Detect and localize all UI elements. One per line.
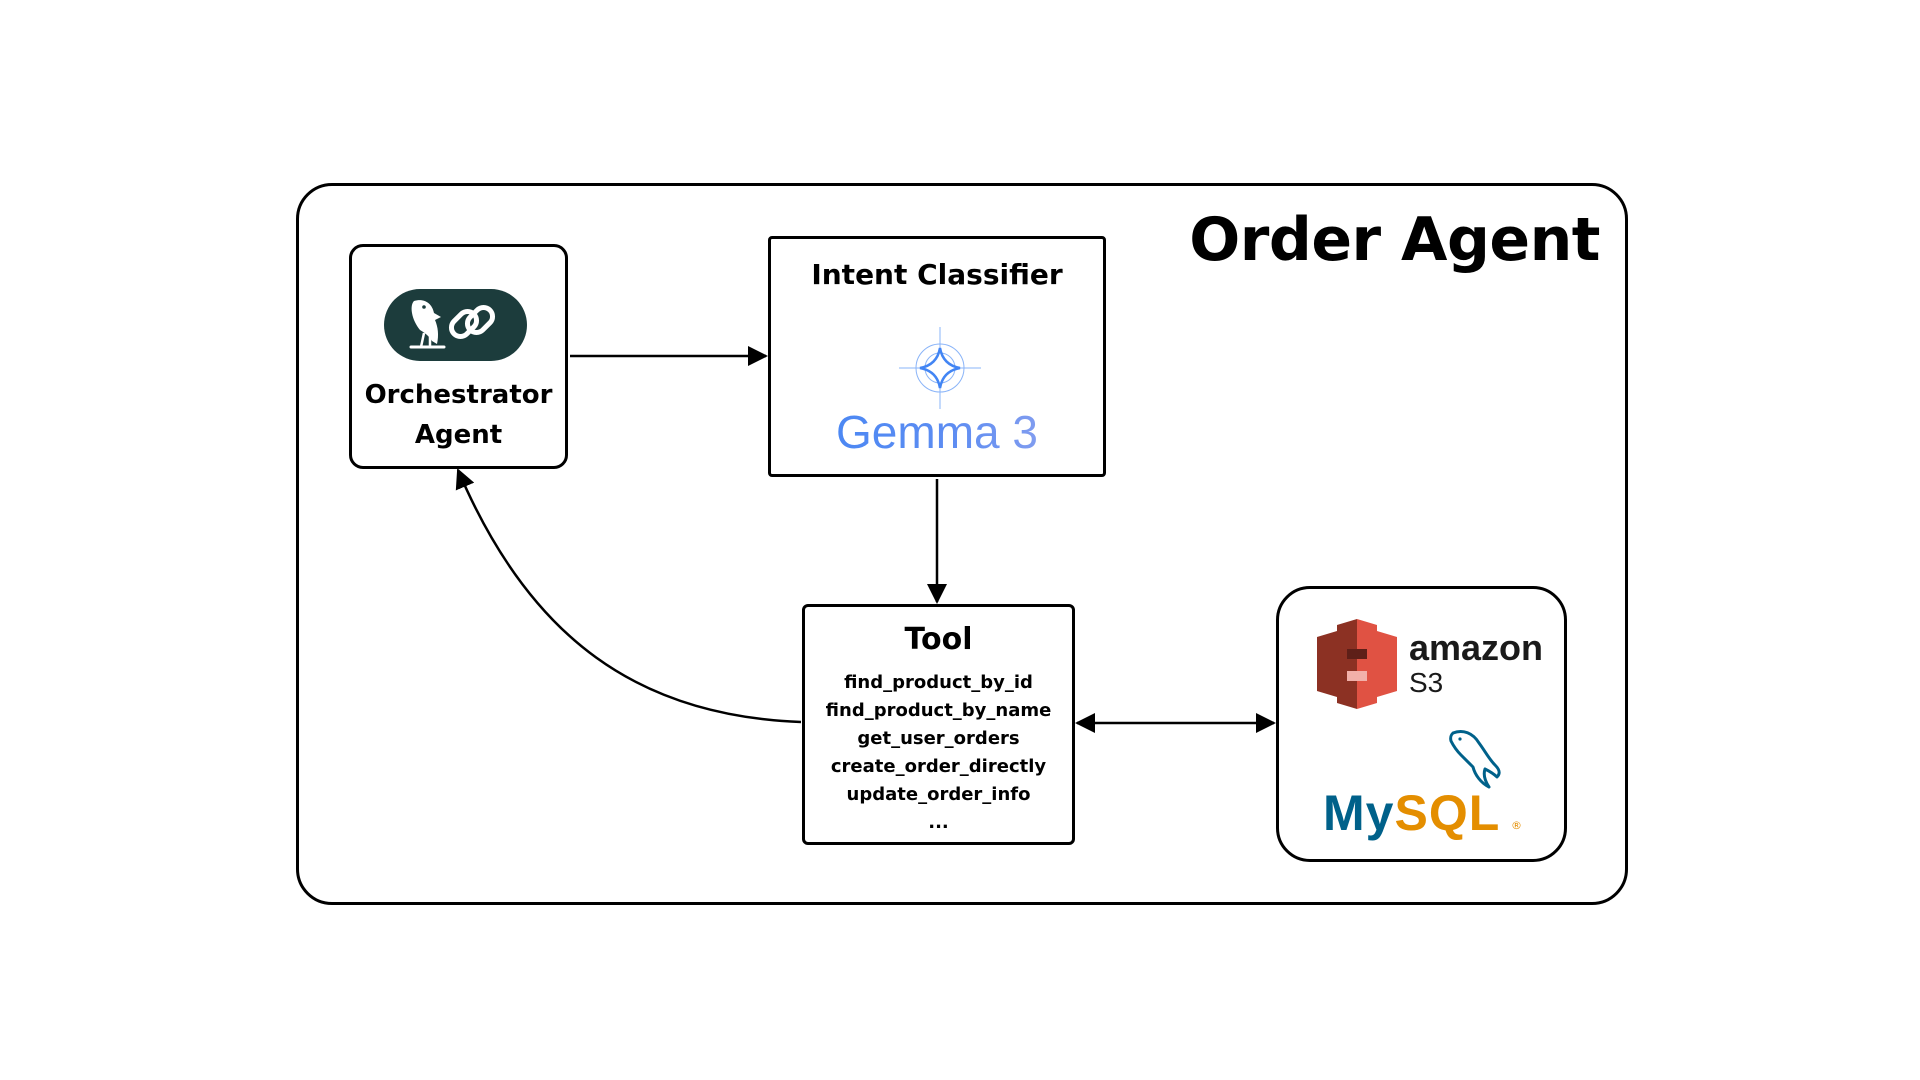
- mysql-sql-text: SQL: [1394, 785, 1501, 841]
- tool-function-item: get_user_orders: [857, 728, 1020, 749]
- tool-function-list: find_product_by_id find_product_by_name …: [805, 669, 1072, 837]
- amazon-s3-icon: [1317, 619, 1397, 709]
- diagram-title: Order Agent: [1189, 205, 1600, 275]
- mysql-wordmark: MySQL: [1323, 785, 1500, 841]
- orchestrator-agent-node: Orchestrator Agent: [349, 244, 568, 469]
- gemma-sparkle-icon: [899, 327, 981, 409]
- mysql-my-text: My: [1323, 785, 1395, 841]
- tool-function-item: ...: [928, 812, 949, 833]
- tool-function-item: find_product_by_name: [825, 700, 1052, 721]
- tool-node: Tool find_product_by_id find_product_by_…: [802, 604, 1075, 845]
- orchestrator-label-line2: Agent: [414, 420, 503, 450]
- tool-function-item: create_order_directly: [830, 756, 1047, 777]
- orchestrator-label: Orchestrator Agent: [352, 375, 565, 455]
- parrot-chain-icon: [384, 289, 527, 361]
- mysql-registered-mark: ®: [1511, 819, 1522, 832]
- orchestrator-label-line1: Orchestrator: [364, 380, 553, 410]
- mysql-dolphin-icon: [1449, 729, 1501, 789]
- intent-classifier-node: Intent Classifier Gemma 3: [768, 236, 1106, 477]
- arrow-tool-to-orchestrator: [455, 468, 802, 724]
- tool-title: Tool: [904, 622, 973, 657]
- order-agent-frame: [296, 183, 1628, 905]
- intent-classifier-title: Intent Classifier: [811, 258, 1063, 291]
- s3-product-text: S3: [1409, 667, 1444, 698]
- model-name: Gemma 3: [771, 405, 1103, 459]
- storage-node: amazon S3 MySQL ®: [1276, 586, 1567, 862]
- tool-function-item: find_product_by_id: [844, 672, 1033, 693]
- tool-function-item: update_order_info: [846, 784, 1031, 805]
- amazon-brand-text: amazon: [1409, 627, 1544, 668]
